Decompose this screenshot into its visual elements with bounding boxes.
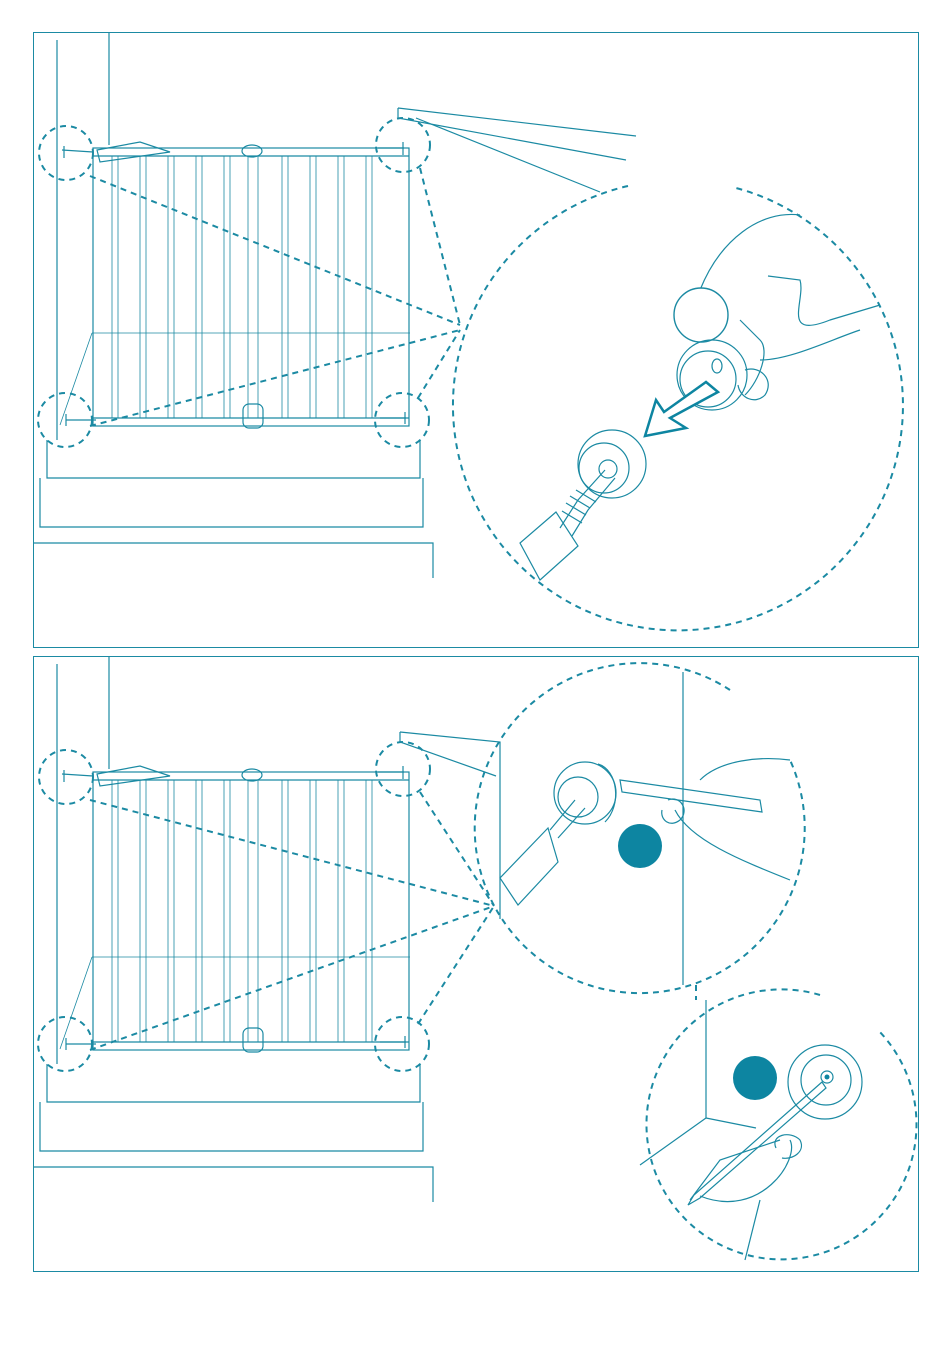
- magnifier-step-2-b: [640, 985, 916, 1260]
- hand-pull-icon: [674, 288, 728, 342]
- pen-marker-icon: [620, 780, 762, 812]
- gate-drawing-panel-1: [33, 32, 636, 578]
- gate-bars: [112, 156, 372, 418]
- spindle-top-left: [62, 146, 93, 158]
- spindle-top-right: [378, 142, 404, 155]
- detail-marker-b: [733, 1056, 777, 1100]
- gate-drawing-panel-2: [33, 656, 500, 1202]
- magnifier-step-1: [453, 186, 903, 630]
- detail-marker-a: [618, 824, 662, 868]
- magnifier-step-2-a: [475, 663, 805, 993]
- spindle-bottom-right: [380, 412, 406, 424]
- arrow-out-icon: [645, 382, 718, 436]
